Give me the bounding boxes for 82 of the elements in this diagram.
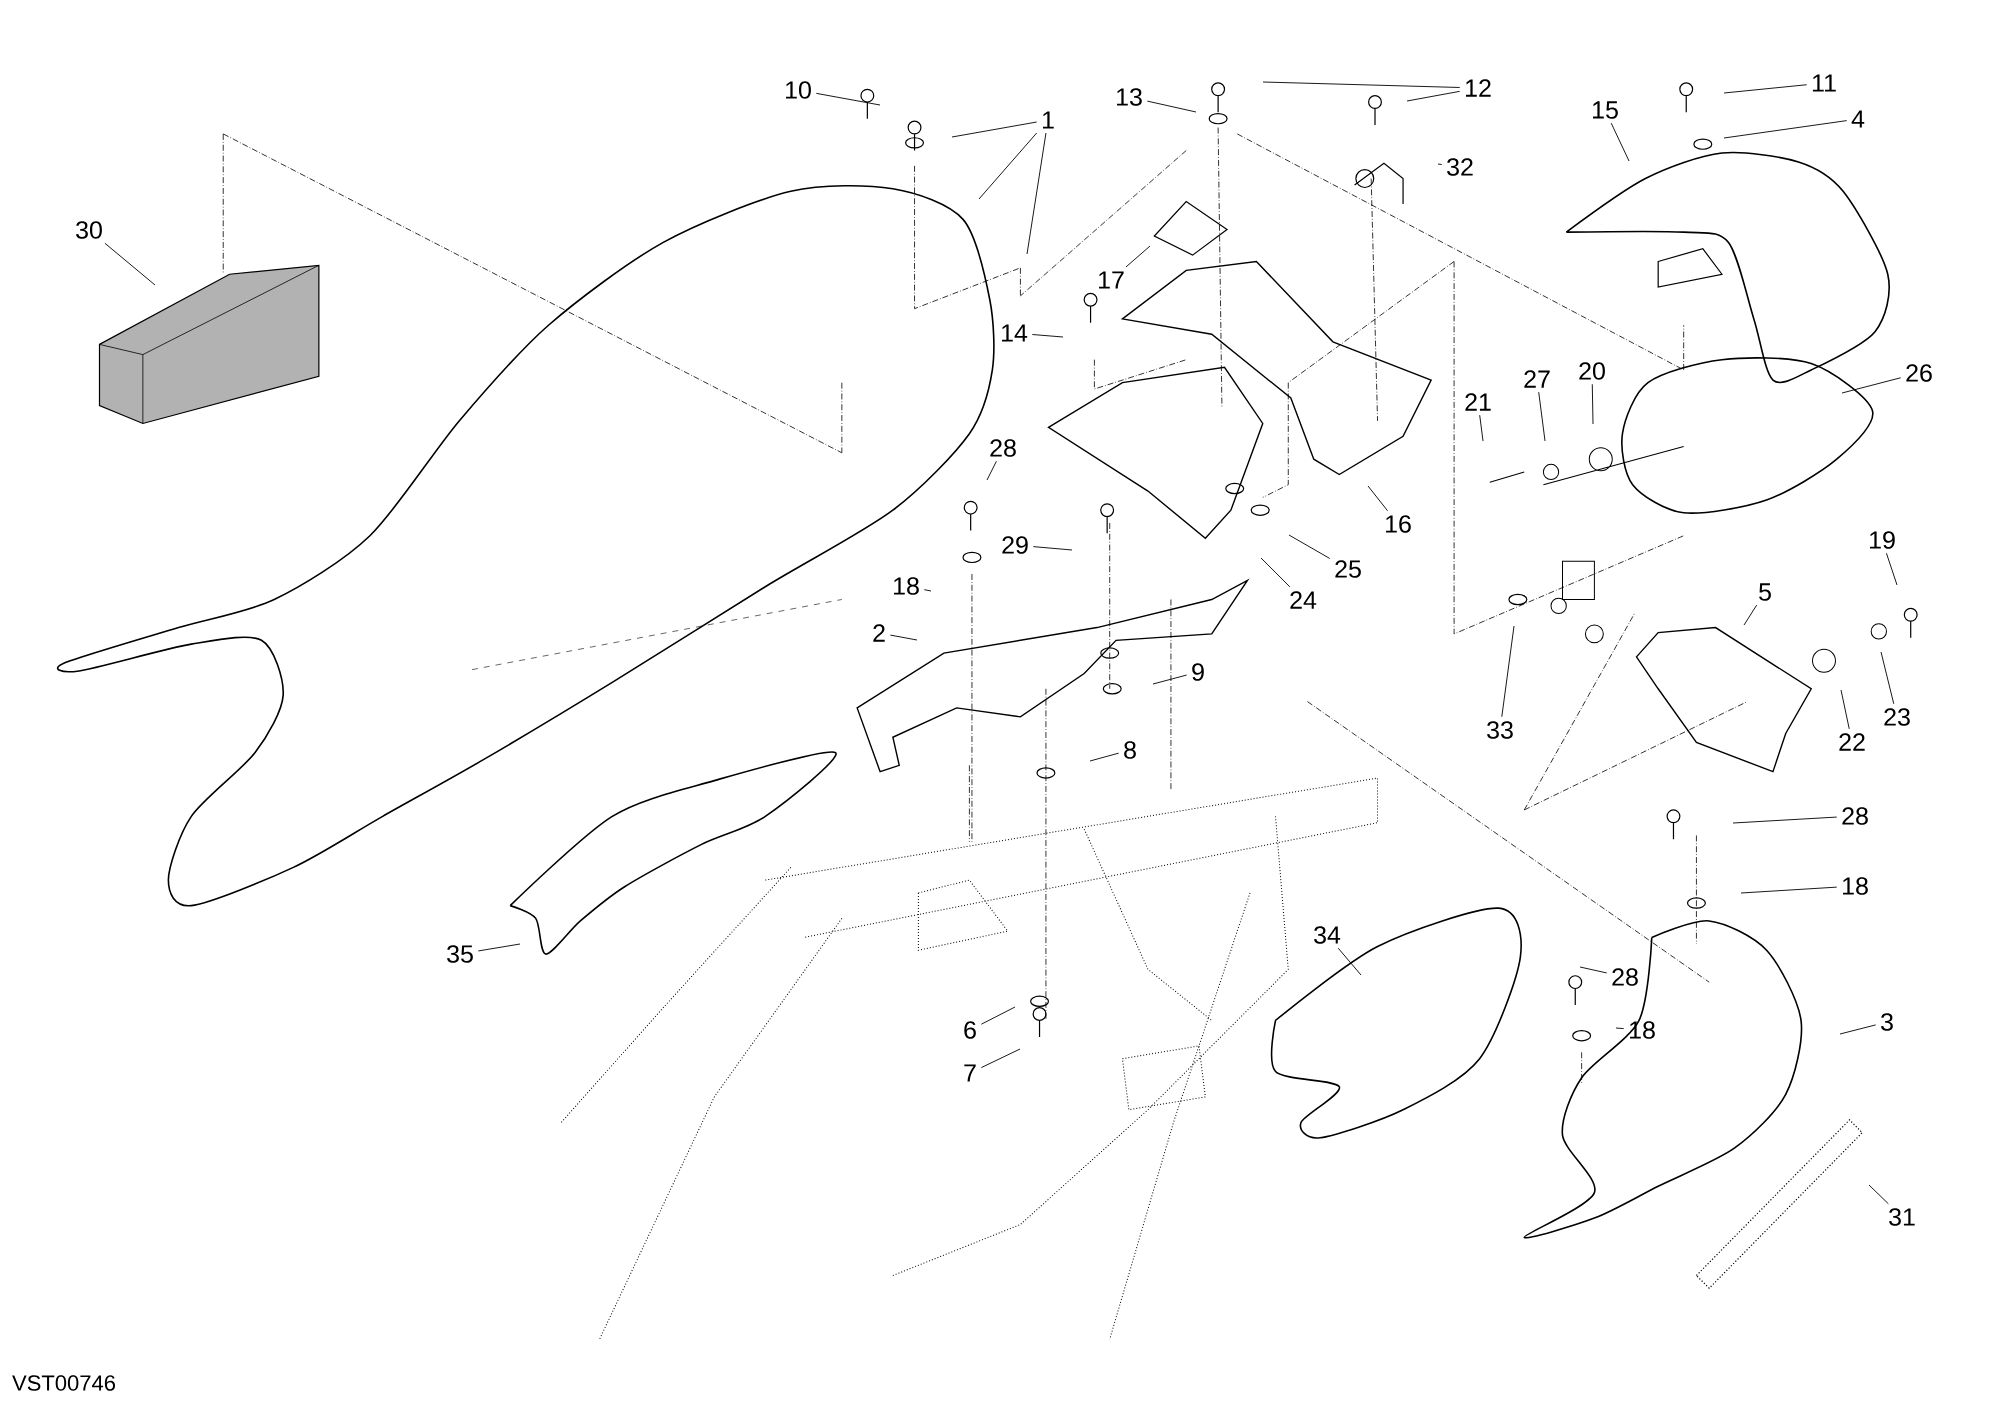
leader-line bbox=[1146, 100, 1197, 113]
leader-line bbox=[978, 132, 1038, 200]
leader-line bbox=[1732, 816, 1838, 824]
callout-number: 32 bbox=[1447, 158, 1473, 176]
leader-line bbox=[1723, 84, 1808, 94]
leader-line bbox=[1262, 81, 1461, 88]
callout-number: 25 bbox=[1335, 560, 1361, 578]
leader-line bbox=[1031, 334, 1064, 338]
leader-line bbox=[815, 92, 881, 106]
callout-number: 31 bbox=[1889, 1208, 1915, 1226]
callout-number: 34 bbox=[1314, 926, 1341, 944]
leader-line bbox=[1840, 689, 1850, 730]
callout-number: 16 bbox=[1386, 515, 1411, 533]
leader-line bbox=[1610, 122, 1630, 162]
callout-number: 33 bbox=[1487, 721, 1513, 739]
leader-line bbox=[1260, 557, 1291, 588]
leader-line bbox=[1337, 947, 1362, 976]
callout-number: 4 bbox=[1851, 110, 1865, 128]
callout-number: 28 bbox=[990, 439, 1016, 457]
leader-line bbox=[1591, 383, 1594, 425]
callout-number: 18 bbox=[1843, 877, 1868, 895]
drawing-number: VST00746 bbox=[12, 1375, 115, 1391]
callout-number: 15 bbox=[1593, 101, 1618, 119]
leader-line bbox=[1501, 625, 1515, 718]
leader-line bbox=[1479, 414, 1484, 442]
callout-number: 18 bbox=[894, 577, 919, 595]
callout-number: 27 bbox=[1524, 370, 1550, 388]
callout-number: 14 bbox=[1002, 324, 1028, 342]
callout-number: 3 bbox=[1881, 1013, 1893, 1031]
leader-line bbox=[1406, 90, 1461, 102]
callout-number: 17 bbox=[1099, 271, 1124, 289]
leader-line bbox=[1839, 1024, 1877, 1035]
leader-line bbox=[1089, 752, 1120, 762]
callout-number: 18 bbox=[1630, 1021, 1655, 1039]
callout-number: 21 bbox=[1465, 393, 1491, 411]
leader-line bbox=[1579, 966, 1608, 974]
callout-number: 22 bbox=[1839, 733, 1865, 751]
callout-number: 19 bbox=[1870, 531, 1895, 549]
leader-line bbox=[1125, 245, 1151, 268]
leader-line bbox=[477, 943, 521, 952]
callout-number: 6 bbox=[964, 1021, 976, 1039]
callout-number: 5 bbox=[1759, 583, 1771, 601]
callout-number: 9 bbox=[1192, 663, 1204, 681]
leader-line bbox=[889, 634, 918, 641]
leader-line bbox=[1615, 1027, 1625, 1030]
callout-number: 30 bbox=[76, 221, 102, 239]
leader-line bbox=[1841, 377, 1902, 394]
callout-number: 24 bbox=[1290, 591, 1317, 609]
callout-number: 7 bbox=[964, 1064, 976, 1082]
leader-line bbox=[980, 1006, 1016, 1025]
leader-line bbox=[923, 589, 932, 592]
leader-line bbox=[951, 121, 1038, 138]
leader-line bbox=[1868, 1184, 1889, 1205]
leader-line bbox=[1032, 546, 1073, 551]
callout-number: 20 bbox=[1579, 362, 1605, 380]
leader-line bbox=[1288, 534, 1331, 559]
callout-number: 1 bbox=[1043, 111, 1054, 129]
callout-number: 28 bbox=[1842, 807, 1868, 825]
callout-number: 13 bbox=[1117, 88, 1142, 106]
leader-line bbox=[1367, 485, 1388, 512]
callout-number: 2 bbox=[873, 624, 885, 642]
leader-line bbox=[980, 1048, 1021, 1068]
leader-line bbox=[1723, 120, 1848, 139]
callout-number: 35 bbox=[447, 945, 473, 963]
leader-line bbox=[1743, 604, 1758, 626]
callout-number: 10 bbox=[786, 81, 811, 99]
leader-line bbox=[1538, 391, 1546, 442]
leader-line bbox=[1437, 163, 1443, 165]
callout-number: 23 bbox=[1884, 708, 1910, 726]
leader-line bbox=[1740, 886, 1838, 894]
callout-number: 8 bbox=[1124, 741, 1136, 759]
callout-number: 28 bbox=[1612, 968, 1638, 986]
callout-number: 26 bbox=[1906, 364, 1932, 382]
leader-line bbox=[1026, 132, 1047, 255]
leader-line bbox=[1152, 674, 1188, 685]
callout-number: 11 bbox=[1812, 74, 1836, 92]
leader-line bbox=[1880, 651, 1895, 705]
leader-line bbox=[1886, 552, 1898, 586]
callout-number: 12 bbox=[1466, 79, 1491, 97]
leader-line bbox=[986, 460, 997, 481]
leader-line bbox=[104, 242, 156, 286]
callout-number: 29 bbox=[1002, 536, 1028, 554]
